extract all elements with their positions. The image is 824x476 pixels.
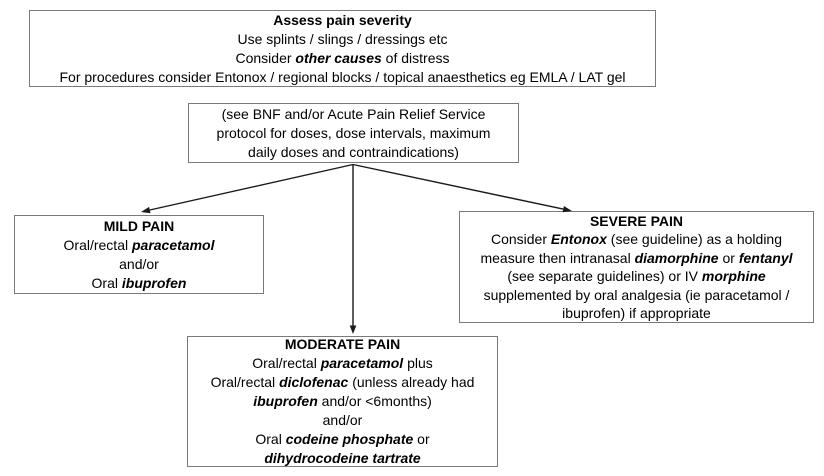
text-line: protocol for doses, dose intervals, maxi…: [216, 124, 491, 141]
text-line: ibuprofen) if appropriate: [562, 305, 711, 321]
text-line: (see BNF and/or Acute Pain Relief Servic…: [221, 105, 486, 122]
text-line: Use splints / slings / dressings etc: [237, 30, 448, 47]
text-line: and/or: [322, 412, 363, 428]
text-line: supplemented by oral analgesia (ie parac…: [483, 286, 790, 303]
arrow-to-mild-pain: [141, 163, 354, 214]
text-line: For procedures consider Entonox / region…: [59, 68, 626, 85]
text-line: daily doses and contraindications): [248, 143, 459, 160]
text-line: ibuprofen and/or <6months): [253, 393, 432, 409]
text-line: Oral/rectal paracetamol plus: [252, 355, 433, 371]
text-line: MILD PAIN: [103, 217, 175, 234]
arrow-to-severe-pain: [352, 163, 572, 213]
text-line: MODERATE PAIN: [284, 336, 401, 352]
text-line: (see separate guidelines) or IV morphine: [507, 268, 766, 284]
text-line: Consider other causes of distress: [235, 49, 450, 66]
text-line: Oral/rectal paracetamol: [63, 236, 215, 253]
text-line: dihydrocodeine tartrate: [264, 450, 421, 466]
text-line: Consider Entonox (see guideline) as a ho…: [490, 231, 783, 247]
box-moderate-pain: MODERATE PAIN Oral/rectal paracetamol plu…: [187, 336, 498, 467]
box-severe-pain: SEVERE PAIN Consider Entonox (see guideli…: [459, 211, 814, 323]
text-line: Assess pain severity: [273, 11, 412, 28]
text-line: SEVERE PAIN: [589, 212, 684, 229]
text-line: Oral ibuprofen: [91, 274, 187, 291]
text-line: Oral codeine phosphate or: [255, 431, 430, 447]
text-line: and/or: [119, 255, 159, 272]
text-line: Oral/rectal diclofenac (unless already h…: [210, 374, 475, 390]
arrow-to-moderate-pain: [349, 164, 357, 334]
box-bnf-protocol-note: (see BNF and/or Acute Pain Relief Servic…: [188, 103, 519, 163]
text-line: measure then intranasal diamorphine or f…: [480, 249, 793, 266]
